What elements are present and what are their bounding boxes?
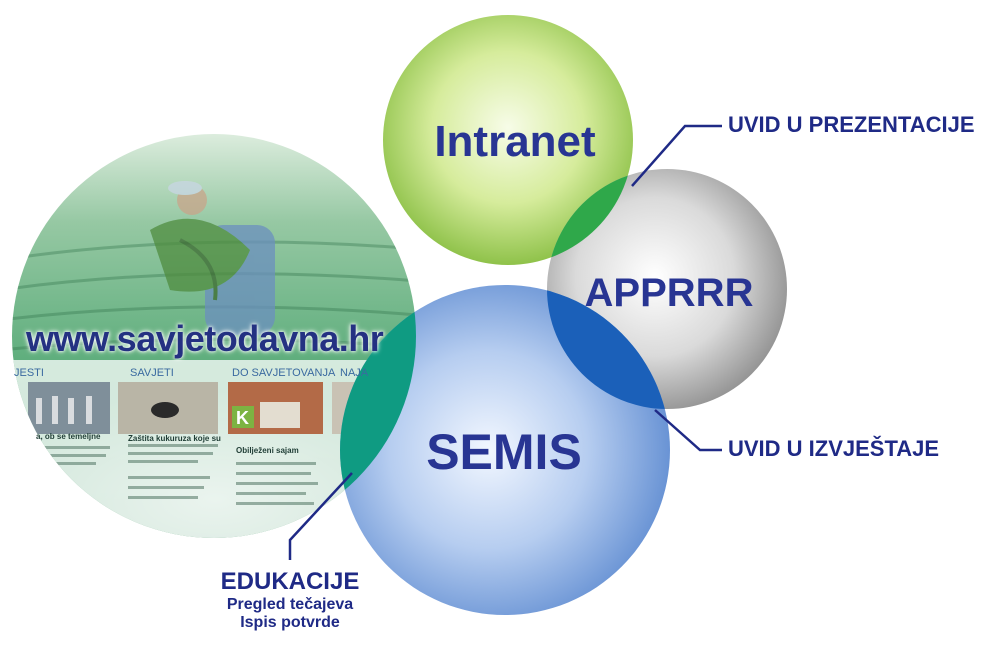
edukacije-line-1: Pregled tečajeva xyxy=(226,595,354,613)
website-nav-item: JESTI xyxy=(14,367,44,379)
website-card-title: Zaštita kukuruza koje su xyxy=(128,434,221,443)
svg-text:K: K xyxy=(236,408,249,428)
intranet-circle xyxy=(383,15,633,265)
callout-line-prezentacije xyxy=(631,124,722,187)
semis-label: SEMIS xyxy=(426,424,582,480)
farmer-figure xyxy=(150,181,275,335)
website-nav-item: NAJA xyxy=(340,367,369,379)
callout-line-edukacije xyxy=(288,472,353,560)
website-card-title: Obilježeni sajam xyxy=(236,446,299,455)
prezentacije-callout: UVID U PREZENTACIJE xyxy=(728,112,975,137)
edukacije-callout: EDUKACIJE Pregled tečajeva Ispis potvrde xyxy=(212,568,368,632)
edukacije-line-2: Ispis potvrde xyxy=(240,613,340,631)
apprrr-label: APPRRR xyxy=(584,271,754,315)
callout-line-izvjestaje xyxy=(654,409,722,452)
apprrr-semis-overlap xyxy=(547,285,670,409)
website-url-label: www.savjetodavna.hr xyxy=(26,318,384,359)
izvjestaje-callout: UVID U IZVJEŠTAJE xyxy=(728,436,940,461)
website-card-title: a, ob se temeljne xyxy=(36,432,101,441)
website-nav-item: DO SAVJETOVANJA xyxy=(232,367,336,379)
website-nav-item: SAVJETI xyxy=(130,367,174,379)
intranet-label: Intranet xyxy=(434,117,596,166)
edukacije-title: EDUKACIJE xyxy=(220,568,360,595)
